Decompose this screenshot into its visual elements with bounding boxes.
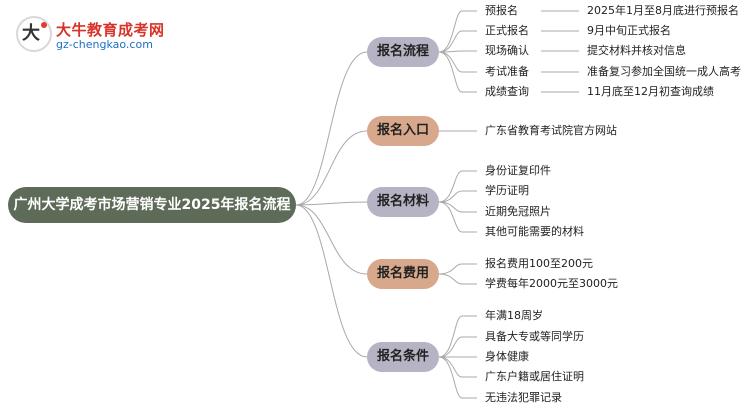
logo-title: 大牛教育成考网 bbox=[56, 21, 165, 39]
site-logo[interactable]: 大 大牛教育成考网 gz-chengkao.com bbox=[16, 16, 176, 56]
leaf-connector bbox=[438, 190, 477, 203]
branch-node: 报名入口 bbox=[367, 116, 439, 146]
branch-node: 报名材料 bbox=[367, 187, 439, 217]
leaf-connector bbox=[438, 50, 477, 53]
mascot-logo-icon: 大 bbox=[16, 16, 52, 52]
branch-node: 报名流程 bbox=[367, 37, 439, 67]
leaf-label: 成绩查询 bbox=[485, 85, 529, 98]
leaf-label: 身体健康 bbox=[485, 350, 529, 363]
leaf-detail: 提交材料并核对信息 bbox=[587, 44, 686, 57]
root-connector bbox=[295, 204, 368, 358]
logo-url: gz-chengkao.com bbox=[56, 38, 153, 51]
leaf-detail: 准备复习参加全国统一成人高考 bbox=[587, 65, 741, 78]
leaf-detail: 2025年1月至8月底进行预报名 bbox=[587, 4, 739, 17]
leaf-connector bbox=[438, 336, 477, 358]
leaf-detail: 11月底至12月初查询成绩 bbox=[587, 85, 714, 98]
leaf-label: 学费每年2000元至3000元 bbox=[485, 277, 618, 290]
leaf-connector bbox=[438, 170, 477, 203]
root-connector bbox=[295, 201, 368, 206]
leaf-label: 无违法犯罪记录 bbox=[485, 391, 562, 404]
leaf-connector bbox=[438, 315, 477, 358]
leaf-connector bbox=[438, 30, 477, 53]
leaf-connector bbox=[438, 10, 477, 53]
leaf-detail: 9月中旬正式报名 bbox=[587, 24, 671, 37]
root-connector bbox=[295, 204, 368, 275]
leaf-label: 正式报名 bbox=[485, 24, 529, 37]
leaf-connector bbox=[438, 356, 477, 399]
leaf-label: 广东户籍或居住证明 bbox=[485, 370, 584, 383]
leaf-connector bbox=[438, 201, 477, 233]
leaf-label: 预报名 bbox=[485, 4, 518, 17]
leaf-label: 考试准备 bbox=[485, 65, 529, 78]
leaf-connector bbox=[438, 51, 477, 93]
leaf-label: 广东省教育考试院官方网站 bbox=[485, 124, 617, 137]
leaf-label: 近期免冠照片 bbox=[485, 205, 551, 218]
leaf-label: 现场确认 bbox=[485, 44, 529, 57]
leaf-label: 报名费用100至200元 bbox=[485, 257, 593, 270]
leaf-connector bbox=[438, 263, 477, 275]
leaf-label: 身份证复印件 bbox=[485, 164, 551, 177]
root-node: 广州大学成考市场营销专业2025年报名流程 bbox=[8, 187, 296, 223]
root-connector bbox=[295, 130, 368, 206]
leaf-label: 具备大专或等同学历 bbox=[485, 330, 584, 343]
leaf-label: 其他可能需要的材料 bbox=[485, 225, 584, 238]
leaf-label: 年满18周岁 bbox=[485, 309, 543, 322]
root-connector bbox=[295, 51, 368, 206]
leaf-connector bbox=[438, 273, 477, 285]
leaf-label: 学历证明 bbox=[485, 184, 529, 197]
branch-node: 报名费用 bbox=[367, 259, 439, 289]
branch-node: 报名条件 bbox=[367, 342, 439, 372]
